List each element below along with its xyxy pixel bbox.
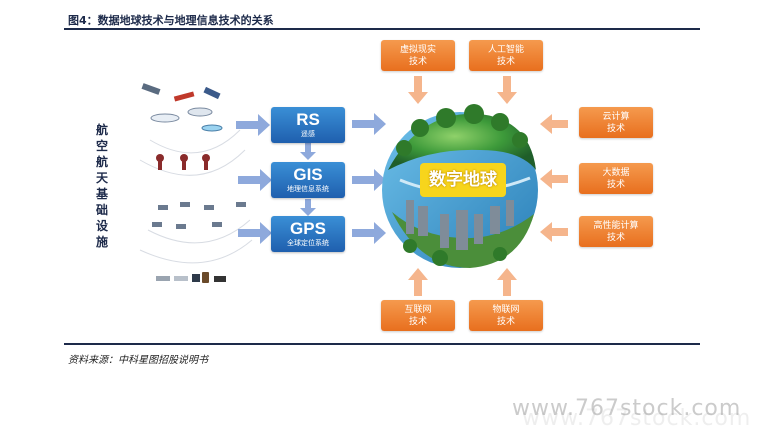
arrows-between-tech-boxes bbox=[300, 143, 316, 216]
figure-title: 图4：数据地球技术与地理信息技术的关系 bbox=[68, 14, 274, 27]
ai-tech-line2: 技术 bbox=[496, 56, 515, 67]
ai-tech-line1: 人工智能 bbox=[487, 44, 524, 55]
aircraft-satellite-group bbox=[141, 83, 223, 170]
vr-tech-line1: 虚拟现实 bbox=[399, 44, 436, 55]
internet-tech-line2: 技术 bbox=[408, 316, 427, 327]
bottom-rule bbox=[64, 343, 700, 345]
gps-box: GPS 全球定位系统 bbox=[271, 216, 345, 252]
watermark: www.767stock.com bbox=[512, 396, 742, 421]
ai-tech-box: 人工智能 技术 bbox=[469, 40, 543, 71]
internet-tech-box: 互联网 技术 bbox=[381, 300, 455, 331]
internet-tech-line1: 互联网 bbox=[404, 304, 432, 315]
source-note: 资料来源：中科星图招股说明书 bbox=[68, 355, 208, 366]
rs-name: 遥感 bbox=[301, 130, 315, 138]
iot-tech-box: 物联网 技术 bbox=[469, 300, 543, 331]
bigdata-tech-box: 大数据 技术 bbox=[579, 163, 653, 194]
cloud-tech-line2: 技术 bbox=[606, 123, 625, 134]
watermark-shadow: www.767stock.com bbox=[522, 406, 752, 431]
iot-tech-line2: 技术 bbox=[496, 316, 515, 327]
arrows-to-tech-boxes bbox=[236, 114, 272, 244]
hpc-tech-line2: 技术 bbox=[606, 232, 625, 243]
gps-abbr: GPS bbox=[290, 219, 326, 238]
gis-name: 地理信息系统 bbox=[287, 185, 329, 193]
gis-box: GIS 地理信息系统 bbox=[271, 162, 345, 198]
digital-earth-label: 数字地球 bbox=[420, 163, 506, 197]
vr-tech-line2: 技术 bbox=[408, 56, 427, 67]
orange-arrows bbox=[408, 76, 568, 296]
hpc-tech-box: 高性能计算 技术 bbox=[579, 216, 653, 247]
aerospace-infrastructure-label: 航空航天基础设施 bbox=[95, 123, 108, 249]
arrows-to-globe bbox=[352, 113, 386, 244]
top-rule bbox=[64, 28, 700, 30]
gis-abbr: GIS bbox=[293, 165, 323, 184]
rs-box: RS 遥感 bbox=[271, 107, 345, 143]
cloud-tech-line1: 云计算 bbox=[602, 111, 630, 122]
iot-tech-line1: 物联网 bbox=[492, 304, 520, 315]
rs-abbr: RS bbox=[296, 110, 320, 129]
gps-satellite-group bbox=[152, 202, 246, 229]
hpc-tech-line1: 高性能计算 bbox=[593, 220, 639, 231]
ground-device-group bbox=[156, 272, 226, 283]
orbit-arcs bbox=[139, 129, 253, 264]
vr-tech-box: 虚拟现实 技术 bbox=[381, 40, 455, 71]
cloud-tech-box: 云计算 技术 bbox=[579, 107, 653, 138]
gps-name: 全球定位系统 bbox=[287, 239, 329, 247]
bigdata-tech-line1: 大数据 bbox=[602, 167, 630, 178]
bigdata-tech-line2: 技术 bbox=[606, 179, 625, 190]
